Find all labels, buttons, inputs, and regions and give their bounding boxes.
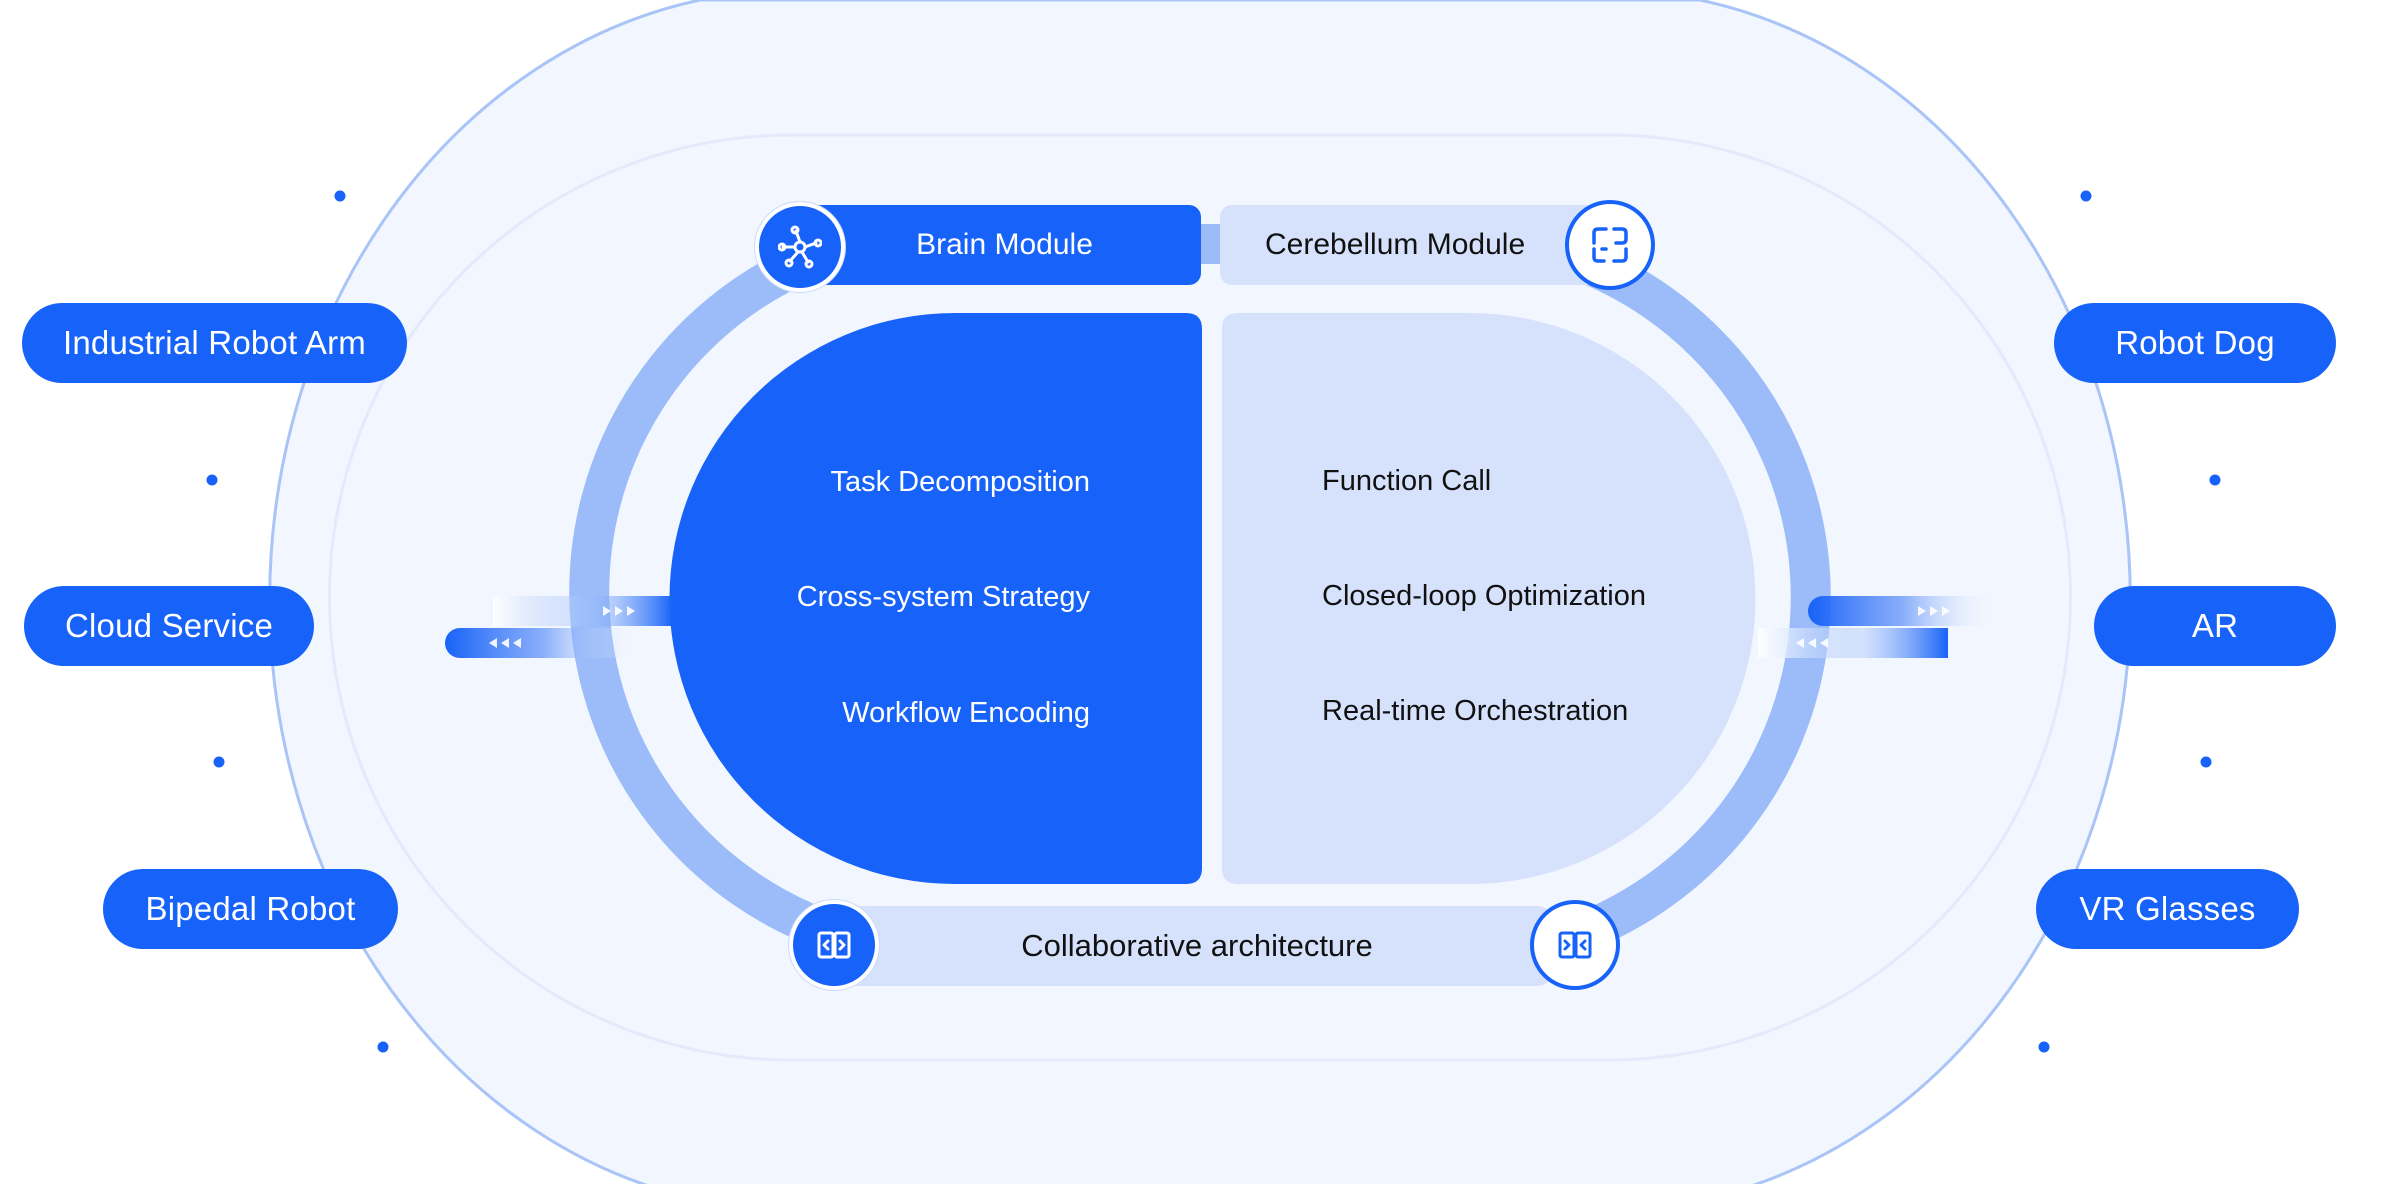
connector-dots xyxy=(203,187,2224,1056)
brain-module-title: Brain Module xyxy=(916,228,1093,261)
device-cloud-service: Cloud Service xyxy=(24,586,314,666)
cerebellum-function-3: Real-time Orchestration xyxy=(1322,695,1629,727)
brain-function-1: Task Decomposition xyxy=(830,466,1091,498)
device-robot-dog: Robot Dog xyxy=(2054,303,2336,383)
device-ar: AR xyxy=(2094,586,2336,666)
cerebellum-panel xyxy=(1222,313,1756,884)
collaborative-architecture-bar: Collaborative architecture xyxy=(842,906,1552,986)
brain-function-2: Cross-system Strategy xyxy=(796,581,1090,613)
right-arrows xyxy=(1758,596,1998,658)
cerebellum-function-1: Function Call xyxy=(1322,465,1492,497)
brackets-icon xyxy=(1565,200,1655,290)
code-split-icon xyxy=(789,900,879,990)
cerebellum-module-title: Cerebellum Module xyxy=(1265,228,1526,261)
brain-panel xyxy=(669,313,1202,884)
brain-module-header: Brain Module xyxy=(808,205,1201,285)
collaborative-architecture-label: Collaborative architecture xyxy=(1021,928,1373,963)
device-industrial-robot-arm: Industrial Robot Arm xyxy=(22,303,407,383)
device-vr-glasses: VR Glasses xyxy=(2036,869,2299,949)
cerebellum-module-header: Cerebellum Module xyxy=(1220,205,1600,285)
brain-function-3: Workflow Encoding xyxy=(842,697,1090,729)
code-split-icon-right xyxy=(1530,900,1620,990)
left-arrows xyxy=(445,596,673,658)
network-nodes-icon xyxy=(755,202,845,292)
cerebellum-function-2: Closed-loop Optimization xyxy=(1322,580,1646,612)
device-bipedal-robot: Bipedal Robot xyxy=(103,869,398,949)
